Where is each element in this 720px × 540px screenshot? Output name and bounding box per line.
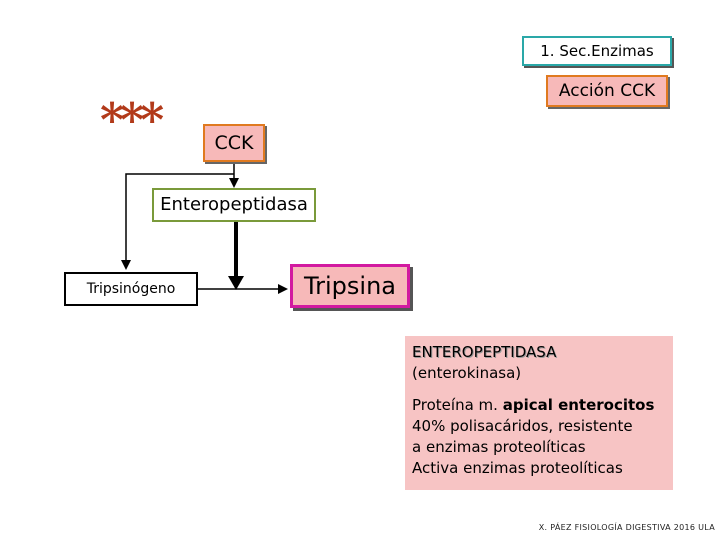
accion-cck-label: Acción CCK xyxy=(546,75,668,107)
arrow-cck-to-tripsinogeno xyxy=(121,173,234,270)
info-line-3: a enzimas proteolíticas xyxy=(412,438,586,456)
info-subtitle: (enterokinasa) xyxy=(412,364,522,382)
info-line-4: Activa enzimas proteolíticas xyxy=(412,459,623,477)
info-line-2: 40% polisacáridos, resistente xyxy=(412,417,633,435)
enteropeptidasa-info-box: ENTEROPEPTIDASA (enterokinasa) Proteína … xyxy=(405,336,673,490)
info-line-1-bold: apical enterocitos xyxy=(502,396,655,414)
info-title: ENTEROPEPTIDASA xyxy=(412,343,557,361)
tripsina-box: Tripsina xyxy=(290,264,410,308)
asterisks-mark: *** xyxy=(100,93,164,147)
section-label: 1. Sec.Enzimas xyxy=(522,36,672,66)
tripsinogeno-box: Tripsinógeno xyxy=(64,272,198,306)
info-line-1-prefix: Proteína m. xyxy=(412,396,503,414)
arrowhead-enteropeptidasa xyxy=(228,276,244,290)
footer-credit: X. PÁEZ FISIOLOGÍA DIGESTIVA 2016 ULA xyxy=(538,523,715,532)
info-line-1: Proteína m. apical enterocitos xyxy=(412,395,667,416)
cck-box: CCK xyxy=(203,124,265,162)
enteropeptidasa-box: Enteropeptidasa xyxy=(152,188,316,222)
